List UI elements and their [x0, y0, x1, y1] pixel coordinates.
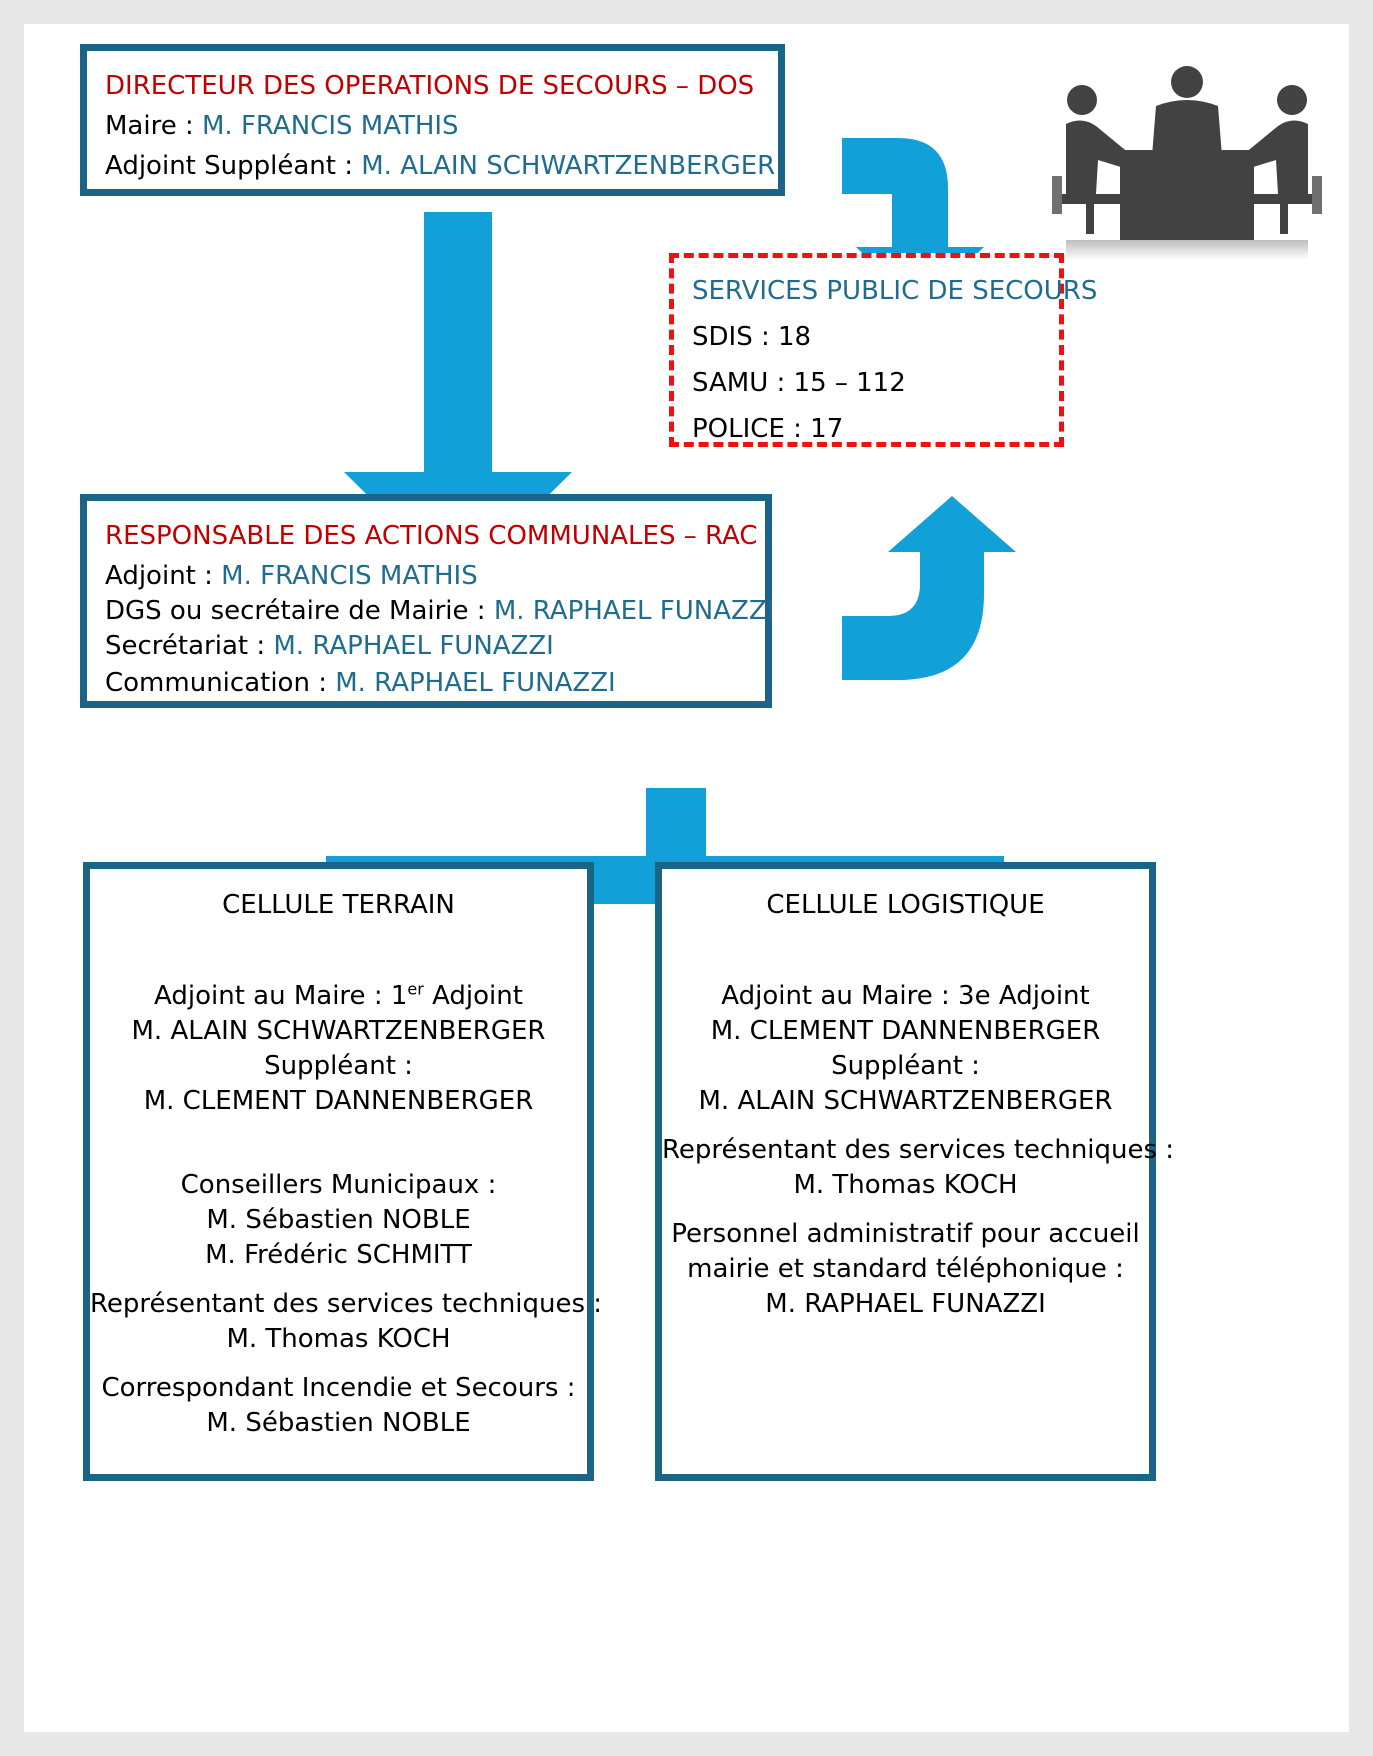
rac-row: Secrétariat : M. RAPHAEL FUNAZZI: [105, 633, 554, 659]
services-title: SERVICES PUBLIC DE SECOURS: [692, 276, 1098, 306]
terrain-adjoint-text: Adjoint au Maire : 1: [154, 981, 408, 1011]
logistique-adjoint-label: Adjoint au Maire : 3e Adjoint: [721, 981, 1090, 1011]
meeting-icon: [1052, 66, 1322, 260]
services-samu: SAMU : 15 – 112: [692, 368, 906, 398]
dos-suppleant-label: Adjoint Suppléant :: [105, 151, 362, 181]
rac-box: RESPONSABLE DES ACTIONS COMMUNALES – RAC…: [80, 494, 774, 708]
terrain-conseillers-label: Conseillers Municipaux :: [180, 1170, 497, 1200]
terrain-conseiller-name: M. Frédéric SCHMITT: [205, 1240, 472, 1270]
terrain-tech-name: M. Thomas KOCH: [226, 1324, 451, 1354]
logistique-perso-name: M. RAPHAEL FUNAZZI: [765, 1289, 1046, 1319]
rac-row-label: Adjoint :: [105, 561, 222, 591]
rac-row-name: M. RAPHAEL FUNAZZI: [335, 668, 616, 698]
services-police: POLICE : 17: [692, 414, 844, 444]
logistique-suppleant-name: M. ALAIN SCHWARTZENBERGER: [698, 1086, 1113, 1116]
logistique-title: CELLULE LOGISTIQUE: [766, 890, 1045, 920]
dos-maire-label: Maire :: [105, 111, 202, 141]
terrain-tech-label: Représentant des services techniques :: [90, 1289, 603, 1319]
terrain-incendie-name: M. Sébastien NOBLE: [206, 1408, 471, 1438]
logistique-suppleant-label: Suppléant :: [831, 1051, 980, 1081]
arrow-rac-to-services: [842, 496, 1016, 680]
logistique-tech-name: M. Thomas KOCH: [793, 1170, 1018, 1200]
terrain-conseiller-name: M. Sébastien NOBLE: [206, 1205, 471, 1235]
rac-row: Adjoint : M. FRANCIS MATHIS: [105, 563, 478, 589]
logistique-adjoint-name: M. CLEMENT DANNENBERGER: [710, 1016, 1101, 1046]
dos-maire-line: Maire : M. FRANCIS MATHIS: [105, 113, 459, 139]
terrain-adjoint-name: M. ALAIN SCHWARTZENBERGER: [131, 1016, 546, 1046]
logistique-perso-label: mairie et standard téléphonique :: [687, 1254, 1124, 1284]
terrain-adjoint-label: Adjoint au Maire : 1er Adjoint: [90, 981, 587, 1011]
services-box: SERVICES PUBLIC DE SECOURS SDIS : 18 SAM…: [669, 253, 1097, 447]
org-chart-page: DIRECTEUR DES OPERATIONS DE SECOURS – DO…: [24, 24, 1349, 1732]
terrain-adjoint-suffix: Adjoint: [423, 981, 523, 1011]
rac-row: Communication : M. RAPHAEL FUNAZZI: [105, 670, 616, 696]
terrain-adjoint-sup: er: [407, 979, 424, 999]
rac-row-name: M. RAPHAEL FUNAZZI: [493, 596, 775, 626]
rac-row-name: M. FRANCIS MATHIS: [221, 561, 478, 591]
rac-title: RESPONSABLE DES ACTIONS COMMUNALES – RAC: [105, 521, 758, 551]
terrain-suppleant-label: Suppléant :: [264, 1051, 413, 1081]
rac-row-name: M. RAPHAEL FUNAZZI: [273, 631, 554, 661]
dos-maire-name: M. FRANCIS MATHIS: [202, 111, 459, 141]
cellule-terrain-box: CELLULE TERRAIN Adjoint au Maire : 1er A…: [83, 862, 603, 1481]
rac-row-label: Secrétariat :: [105, 631, 274, 661]
services-sdis: SDIS : 18: [692, 322, 812, 352]
rac-row: DGS ou secrétaire de Mairie : M. RAPHAEL…: [105, 598, 774, 624]
cellule-logistique-box: CELLULE LOGISTIQUE Adjoint au Maire : 3e…: [655, 862, 1175, 1481]
logistique-tech-label: Représentant des services techniques :: [662, 1135, 1175, 1165]
arrow-dos-to-rac: [344, 212, 572, 585]
rac-row-label: DGS ou secrétaire de Mairie :: [105, 596, 494, 626]
dos-title: DIRECTEUR DES OPERATIONS DE SECOURS – DO…: [105, 71, 755, 101]
terrain-suppleant-name: M. CLEMENT DANNENBERGER: [143, 1086, 534, 1116]
dos-suppleant-name: M. ALAIN SCHWARTZENBERGER: [361, 151, 776, 181]
dos-suppleant-line: Adjoint Suppléant : M. ALAIN SCHWARTZENB…: [105, 153, 775, 179]
logistique-perso-label: Personnel administratif pour accueil: [671, 1219, 1140, 1249]
dos-box: DIRECTEUR DES OPERATIONS DE SECOURS – DO…: [80, 44, 785, 196]
terrain-title: CELLULE TERRAIN: [222, 890, 455, 920]
terrain-incendie-label: Correspondant Incendie et Secours :: [101, 1373, 576, 1403]
rac-row-label: Communication :: [105, 668, 336, 698]
